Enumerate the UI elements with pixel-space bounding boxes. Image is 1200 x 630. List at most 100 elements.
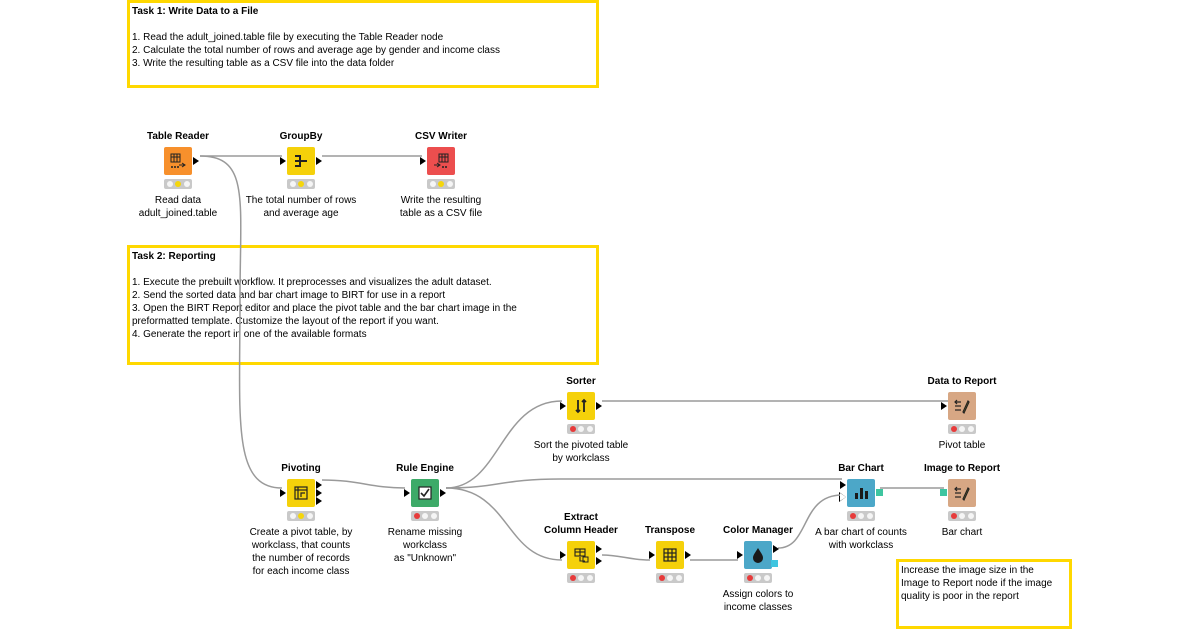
input-port[interactable] [280,489,286,497]
node-extract-column-header[interactable]: Extract Column Header [501,511,661,583]
node-description-line: by workclass [552,453,610,464]
node-color-manager[interactable]: Color Manager Assign colors to income cl… [678,521,838,614]
node-status-indicator [948,424,976,434]
output-port[interactable] [316,157,322,165]
task2-annotation[interactable]: Task 2: Reporting 1. Execute the prebuil… [127,245,599,365]
output-port[interactable] [316,489,322,497]
node-image-to-report[interactable]: Image to Report Bar chart [882,449,1042,539]
pivot-icon[interactable] [280,479,322,507]
data-to-report-icon[interactable] [941,392,976,420]
node-description[interactable]: Sort the pivoted table by workclass [501,439,661,465]
node-transpose[interactable]: Transpose [590,521,750,583]
connection-ruleengine-barchart [445,478,842,489]
node-description-line: adult_joined.table [138,208,218,219]
node-name: Pivoting [281,463,321,474]
color-model-port[interactable] [771,560,778,567]
node-csv-writer[interactable]: CSV Writer Write the resulting table as … [361,117,521,220]
node-name-line: Extract [564,512,598,523]
node-description[interactable]: The total number of rows and average age [221,194,381,220]
rule-engine-icon[interactable] [404,479,446,507]
task2-line: 2. Send the sorted data and bar chart im… [132,290,446,301]
output-port[interactable] [316,497,322,505]
task1-annotation[interactable]: Task 1: Write Data to a File 1. Read the… [127,0,599,88]
node-status-indicator [567,573,595,583]
sorter-icon[interactable] [560,392,602,420]
task2-line: 3. Open the BIRT Report editor and place… [132,303,517,314]
node-description[interactable]: A bar chart of counts with workclass [781,526,941,552]
input-port[interactable] [404,489,410,497]
node-status-indicator [656,573,684,583]
node-status-indicator [847,511,875,521]
node-description-line: Read data [154,195,202,206]
color-manager-icon[interactable] [737,541,779,569]
task1-title: Task 1: Write Data to a File [132,6,259,17]
node-description-line: as "Unknown" [393,553,457,564]
note-line: Increase the image size in the [901,565,1034,576]
node-data-to-report[interactable]: Data to Report Pivot table [882,362,1042,452]
node-description-line: Bar chart [941,527,983,538]
input-port[interactable] [737,551,743,559]
table-reader-icon[interactable] [164,147,199,175]
groupby-icon[interactable] [280,147,322,175]
node-status-indicator [567,424,595,434]
image-input-port[interactable] [940,489,947,496]
node-description[interactable]: Write the resulting table as a CSV file [361,194,521,220]
node-sorter[interactable]: Sorter Sort the pivoted table by workcla… [501,362,661,465]
task1-line: 1. Read the adult_joined.table file by e… [132,32,444,43]
node-pivoting[interactable]: Pivoting Create a pivot table, by workcl… [221,449,381,578]
input-port[interactable] [420,157,426,165]
output-port[interactable] [596,557,602,565]
node-description[interactable]: Bar chart [882,526,1042,539]
node-description-line: Assign colors to [722,589,794,600]
task2-title: Task 2: Reporting [132,251,216,262]
output-port[interactable] [193,157,199,165]
input-port[interactable] [560,551,566,559]
image-size-note[interactable]: Increase the image size in the Image to … [896,559,1072,629]
node-description-line: Sort the pivoted table [533,440,629,451]
node-bar-chart[interactable]: Bar Chart A bar chart of counts with wor… [781,449,941,552]
node-name: Table Reader [146,131,210,142]
output-port[interactable] [596,402,602,410]
node-description[interactable]: Rename missing workclass as "Unknown" [345,526,505,565]
node-name: Bar Chart [838,463,884,474]
node-name: Transpose [644,525,696,536]
node-status-indicator [411,511,439,521]
image-to-report-icon[interactable] [940,479,976,507]
node-description[interactable]: Assign colors to income classes [678,588,838,614]
node-status-indicator [427,179,455,189]
connection-colormanager-barchart [777,494,843,549]
node-status-indicator [744,573,772,583]
node-groupby[interactable]: GroupBy The total number of rows and ave… [221,117,381,220]
node-description[interactable]: Read data adult_joined.table [98,194,258,220]
node-description[interactable]: Pivot table [882,439,1042,452]
input-port[interactable] [941,402,947,410]
transpose-icon[interactable] [649,541,691,569]
connection-tablereader-pivoting [199,155,283,489]
input-port[interactable] [840,481,846,489]
output-port[interactable] [440,489,446,497]
output-port[interactable] [685,551,691,559]
node-table-reader[interactable]: Table Reader Read data adult_joined.tabl… [98,117,258,220]
csv-writer-icon[interactable] [420,147,455,175]
node-status-indicator [287,511,315,521]
node-description[interactable]: Create a pivot table, by workclass, that… [221,526,381,578]
node-rule-engine[interactable]: Rule Engine Rename missing workclass as … [345,449,505,565]
bar-chart-icon[interactable] [839,479,883,507]
input-port[interactable] [280,157,286,165]
output-port[interactable] [316,481,322,489]
output-port[interactable] [596,545,602,553]
note-line: Image to Report node if the image [901,578,1053,589]
color-input-port[interactable] [839,492,846,502]
node-name: Extract Column Header [501,511,661,537]
input-port[interactable] [560,402,566,410]
node-name: Color Manager [722,525,793,536]
node-name: Sorter [566,376,596,387]
image-output-port[interactable] [876,489,883,496]
task2-line: 4. Generate the report in one of the ava… [132,329,367,340]
output-port[interactable] [773,545,779,553]
extract-header-icon[interactable] [560,541,602,569]
node-name: Image to Report [923,463,1001,474]
input-port[interactable] [649,551,655,559]
node-name: GroupBy [279,131,323,142]
